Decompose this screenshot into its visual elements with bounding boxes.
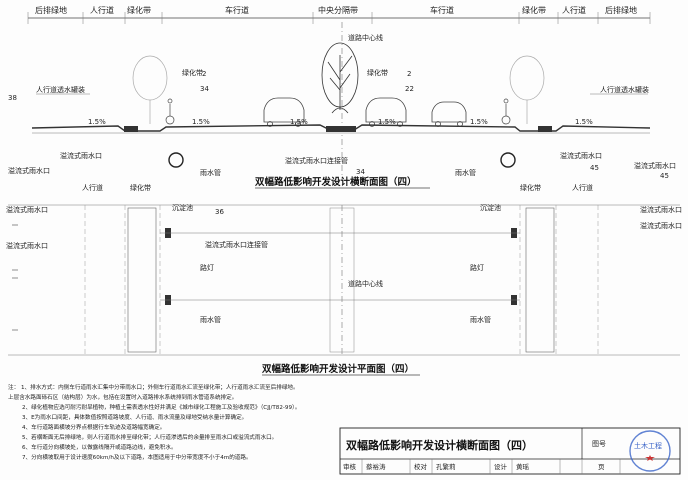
- slope-label: 1.5%: [290, 118, 308, 126]
- note-line: 4、车行道路面横坡分界点根据行车轨迹及道路幅宽确定。: [22, 423, 165, 431]
- overflow-inlet-label: 溢流式雨水口: [60, 151, 102, 160]
- label-right-green: 绿化带: [522, 5, 546, 15]
- elev-label: 45: [590, 164, 599, 172]
- dim-label: 34: [200, 85, 209, 93]
- note-line: 3、E为雨水口间距，具体数值按照道路坡度、人行道、雨水流量及绿地受纳水量计算确定…: [22, 413, 247, 421]
- note-line: 5、若横断面无后排绿地，则人行道雨水排至绿化带；人行道渗透后的余量排至雨水口或溢…: [22, 433, 277, 441]
- slope-label: 1.5%: [378, 118, 396, 126]
- walk-tank-label: 人行道透水罐装: [600, 85, 649, 94]
- plan-lamp-label: 路灯: [200, 263, 214, 272]
- plan-inlet-label: 溢流式雨水口: [6, 205, 48, 214]
- walk-tank-label: 人行道透水罐装: [36, 85, 85, 94]
- plan-title: 双幅路低影响开发设计平面图（四）: [261, 363, 414, 375]
- label-left-lane: 车行道: [225, 5, 249, 15]
- green-belt-label: 绿化带: [182, 68, 203, 77]
- slope-label: 1.5%: [575, 118, 593, 126]
- label-left-green: 绿化带: [127, 5, 151, 15]
- plan-center-label: 道路中心线: [348, 279, 383, 288]
- plan-settle-number: 36: [215, 208, 224, 216]
- plan-settle-label: 沉淀池: [172, 203, 193, 212]
- plan-lamp-label: 路灯: [470, 263, 484, 272]
- label-median: 中央分隔带: [318, 5, 358, 15]
- overflow-inlet-label: 溢流式雨水口: [560, 151, 602, 160]
- cross-section-title: 双幅路低影响开发设计横断面图（四）: [254, 176, 417, 188]
- plan-pipe-label: 雨水管: [470, 315, 491, 324]
- label-left-back: 后排绿地: [35, 5, 67, 15]
- title-block-main: 双幅路低影响开发设计横断面图（四）: [346, 438, 533, 452]
- watermark-text: 土木工程: [634, 441, 662, 450]
- note-line: 上层含水路面砾石区（结构层）为水，包括在设置时入道路排水系统排到雨水管道系统排定…: [8, 393, 237, 401]
- slope-label: 1.5%: [88, 118, 106, 126]
- plan-green-label: 绿化带: [130, 183, 151, 192]
- checker-name: 孔繁莉: [436, 462, 456, 471]
- tree-icon: [321, 42, 359, 114]
- note-line: 6、车行道分向横坡处，以做露线隔开或道路边线，避免积水。: [22, 443, 177, 451]
- reviewer-name: 蔡裕涛: [366, 462, 386, 471]
- check-label: 校对: [414, 462, 428, 471]
- plan-pipe-label: 雨水管: [200, 315, 221, 324]
- dim-label: 22: [405, 85, 414, 93]
- plan-inlet-label: 溢流式雨水口: [640, 205, 682, 214]
- dim-label: 2: [407, 70, 411, 78]
- plan-settle-label: 沉淀池: [480, 203, 501, 212]
- designer-name: 黄瑶: [516, 462, 530, 471]
- label-right-walk: 人行道: [562, 5, 586, 15]
- design-label: 设计: [494, 462, 508, 471]
- plan-inlet-label: 溢流式雨水口: [6, 241, 48, 250]
- green-belt-block: [326, 126, 356, 132]
- overflow-inlet-label: 溢流式雨水口: [8, 166, 50, 175]
- label-left-walk: 人行道: [90, 5, 114, 15]
- notes-block: 注： 1、排水方式：内侧车行道雨水汇集中分带雨水口；外侧车行道雨水汇流至绿化带；…: [8, 383, 300, 461]
- road-center-label: 道路中心线: [348, 33, 383, 42]
- dim-label: 2: [202, 70, 206, 78]
- rain-pipe-label: 雨水管: [200, 168, 221, 177]
- elev-label: 45: [660, 172, 669, 180]
- car-icon: [431, 101, 467, 127]
- plan-walk-label: 人行道: [572, 183, 593, 192]
- plan-inlet-label: 溢流式雨水口: [640, 221, 682, 230]
- green-belt-block: [124, 126, 138, 132]
- label-right-lane: 车行道: [430, 5, 454, 15]
- figure-no-label: 图号: [592, 440, 606, 448]
- note-line: 注： 1、排水方式：内侧车行道雨水汇集中分带雨水口；外侧车行道雨水汇流至绿化带；…: [8, 383, 299, 391]
- note-line: 2、绿化植物应选可耐污耐旱植物，种植土需表透水性好并满足《城市绿化工程施工及验收…: [22, 403, 300, 411]
- label-right-back: 后排绿地: [605, 5, 637, 15]
- cross-section: 道路中心线: [8, 22, 676, 189]
- green-belt-block: [538, 126, 552, 132]
- watermark-logo-icon: 土木工程: [629, 430, 671, 472]
- tree-icon: [132, 55, 168, 124]
- median-number: 34: [356, 168, 365, 176]
- elev-label: 38: [8, 94, 17, 102]
- bike-icon: [165, 98, 175, 125]
- bike-icon: [501, 98, 511, 125]
- connect-pipe-label: 溢流式雨水口连接管: [285, 156, 348, 165]
- slope-label: 1.5%: [192, 118, 210, 126]
- car-icon: [263, 97, 305, 127]
- review-label: 审核: [343, 462, 357, 471]
- title-block: 双幅路低影响开发设计横断面图（四） 图号 审核 蔡裕涛 校对 孔繁莉 设计 黄瑶…: [339, 427, 681, 475]
- slope-label: 1.5%: [470, 118, 488, 126]
- car-icon: [365, 97, 407, 127]
- plan-walk-label: 人行道: [82, 183, 103, 192]
- page-label: 页: [598, 463, 605, 471]
- rain-pipe-icon: [168, 152, 184, 168]
- green-belt-label: 绿化带: [367, 68, 388, 77]
- rain-pipe-icon: [500, 152, 516, 168]
- overflow-inlet-label: 溢流式雨水口: [634, 161, 676, 170]
- note-line: 7、分向横坡取用于设计速度60km/h及以下道路，本图适用于中分带宽度不小于4m…: [22, 453, 252, 461]
- rain-pipe-label: 雨水管: [455, 168, 476, 177]
- plan-view: 人行道 绿化带 绿化带 人行道: [6, 183, 682, 376]
- plan-connect-label: 溢流式雨水口连接管: [205, 240, 268, 249]
- section-band: 后排绿地 人行道 绿化带 车行道 中央分隔带 车行道 绿化带 人行道 后排绿地: [27, 5, 651, 24]
- plan-green-label: 绿化带: [520, 183, 541, 192]
- tree-icon: [509, 55, 545, 124]
